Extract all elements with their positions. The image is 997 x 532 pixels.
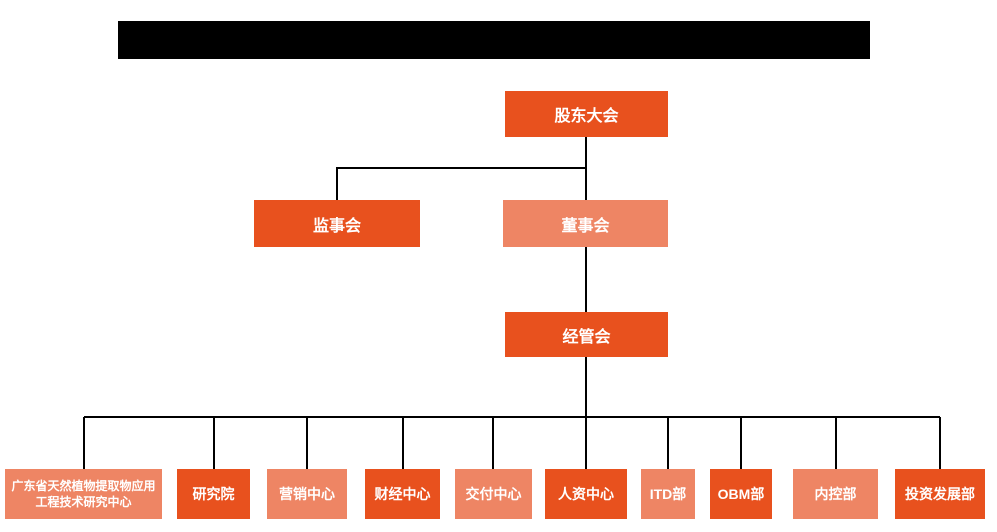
node-dept-marketing-center: 营销中心: [267, 469, 347, 519]
node-dept-internal-control: 内控部: [793, 469, 878, 519]
node-supervisory-board: 监事会: [254, 200, 420, 247]
connector-branch-supervisors: [336, 167, 586, 200]
node-dept-research-institute: 研究院: [177, 469, 250, 519]
node-dept-itd: ITD部: [641, 469, 695, 519]
node-management-committee: 经管会: [505, 312, 668, 357]
node-dept-investment-development: 投资发展部: [895, 469, 985, 519]
node-board-of-directors: 董事会: [503, 200, 668, 247]
node-shareholders-meeting: 股东大会: [505, 91, 668, 137]
node-dept-research-center: 广东省天然植物提取物应用工程技术研究中心: [5, 469, 162, 519]
node-dept-delivery-center: 交付中心: [455, 469, 532, 519]
redacted-title-bar: [118, 21, 870, 59]
node-dept-finance-center: 财经中心: [365, 469, 440, 519]
node-dept-obm: OBM部: [710, 469, 772, 519]
node-dept-hr-center: 人资中心: [545, 469, 627, 519]
